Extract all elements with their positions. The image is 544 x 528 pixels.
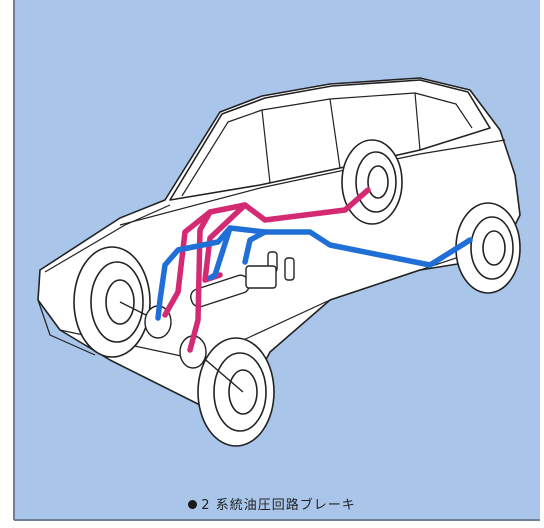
- front-right-wheel: [197, 337, 275, 447]
- caption-text: 2 系統油圧回路ブレーキ: [201, 498, 356, 513]
- hydraulic-circuit-2: [155, 225, 473, 321]
- front-left-wheel: [73, 246, 151, 358]
- front-axle: [119, 301, 244, 393]
- rear-right-wheel: [455, 202, 521, 294]
- rear-left-wheel: [341, 139, 403, 225]
- bullet-icon: [188, 500, 198, 509]
- master-cylinder: [190, 251, 295, 308]
- figure-caption: 2 系統油圧回路ブレーキ: [0, 494, 544, 513]
